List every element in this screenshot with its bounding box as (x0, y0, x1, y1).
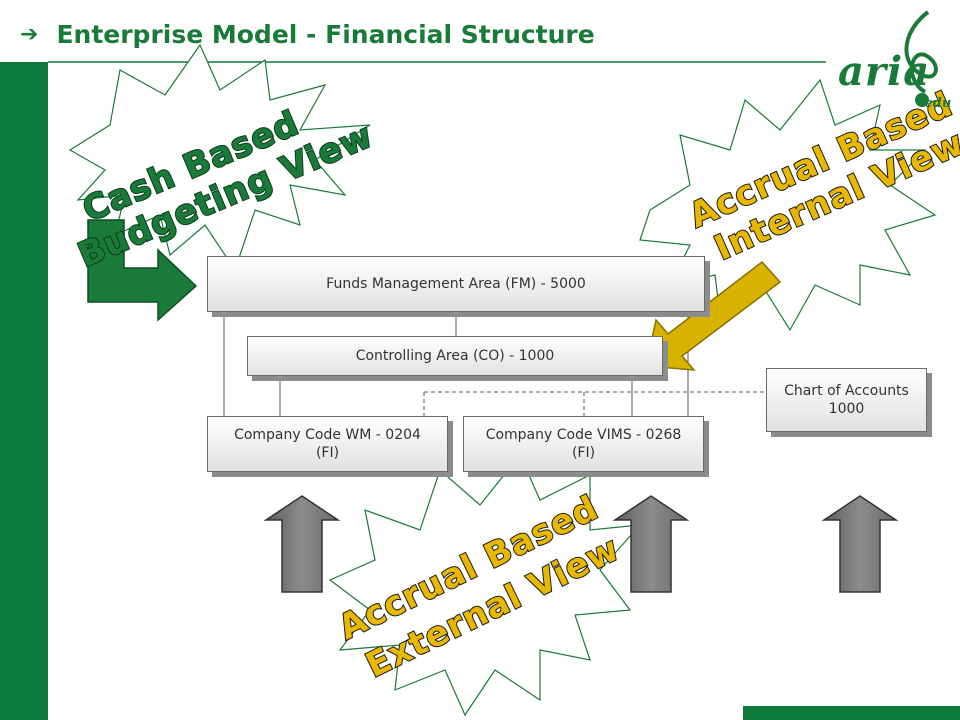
chart-of-accounts-label: Chart of Accounts (784, 383, 909, 399)
up-arrow-wm (263, 495, 341, 593)
slide-title-bar: ➔ Enterprise Model - Financial Structure (16, 14, 595, 54)
sidebar-band (0, 62, 48, 720)
aria-logo: aria (838, 48, 931, 95)
chart-of-accounts-number: 1000 (828, 401, 865, 417)
logo-clef-icon (904, 10, 938, 107)
chart-of-accounts-node: Chart of Accounts 1000 (766, 368, 927, 432)
company-code-vims-node: Company Code VIMS - 0268 (FI) (463, 416, 704, 472)
cash-budget-arrow (87, 219, 198, 322)
company-code-vims-label: Company Code VIMS - 0268 (485, 427, 682, 443)
slide-title: Enterprise Model - Financial Structure (56, 19, 595, 49)
funds-management-node: Funds Management Area (FM) - 5000 (207, 256, 705, 312)
arrow-bullet-icon: ➔ (20, 21, 39, 47)
controlling-area-label: Controlling Area (CO) - 1000 (355, 348, 555, 364)
up-arrow-vims (612, 495, 690, 593)
aria-logo-suffix: .edu (920, 96, 952, 111)
company-code-wm-node: Company Code WM - 0204 (FI) (207, 416, 448, 472)
controlling-area-node: Controlling Area (CO) - 1000 (247, 336, 663, 376)
accrual-internal-arrow (645, 260, 782, 371)
company-code-vims-sub: (FI) (571, 445, 596, 461)
accrual-internal-burst (639, 78, 937, 332)
footer-band (743, 706, 960, 720)
company-code-wm-sub: (FI) (315, 445, 340, 461)
company-code-wm-label: Company Code WM - 0204 (234, 427, 421, 443)
chart-of-accounts-links (423, 391, 766, 416)
up-arrow-coa (821, 495, 899, 593)
funds-management-label: Funds Management Area (FM) - 5000 (326, 276, 586, 292)
